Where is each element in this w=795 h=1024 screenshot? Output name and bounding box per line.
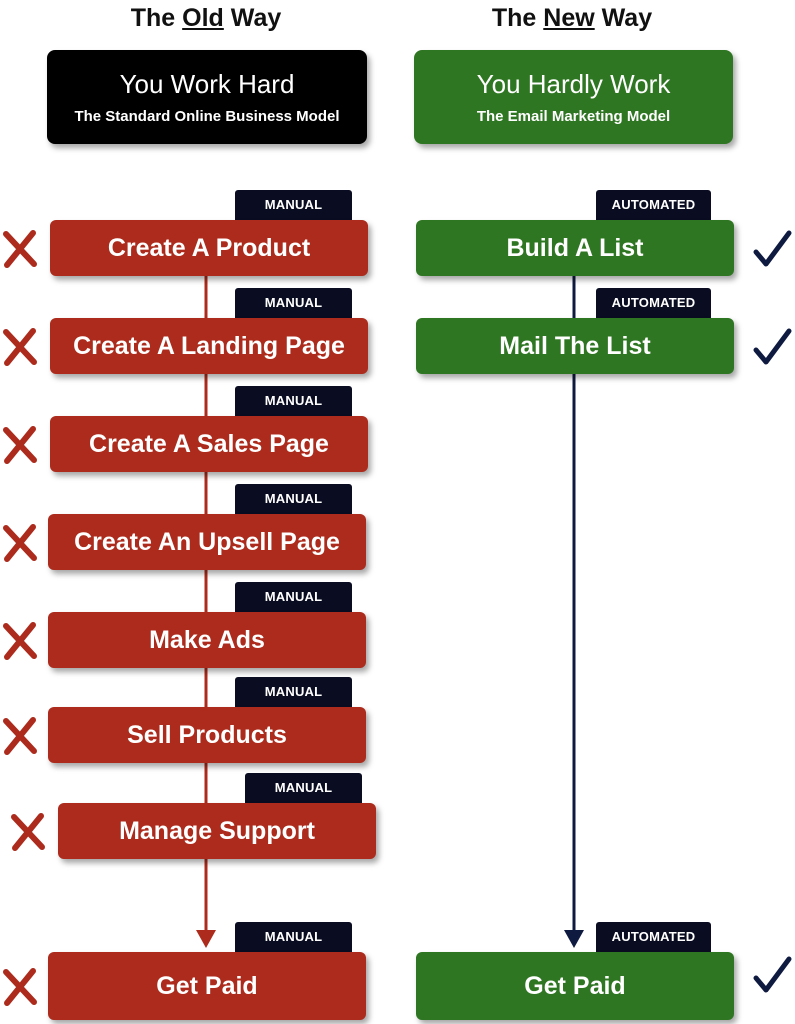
new-step-2: Mail The List — [416, 318, 734, 374]
cross-icon — [11, 813, 45, 851]
old-way-title-prefix: The — [130, 4, 183, 32]
old-step-4-tag: MANUAL — [235, 484, 352, 514]
old-step-5: Make Ads — [48, 612, 366, 668]
cross-icon — [3, 622, 37, 660]
old-step-5-tag: MANUAL — [235, 582, 352, 612]
old-step-7: Manage Support — [58, 803, 376, 859]
new-step-1: Build A List — [416, 220, 734, 276]
new-way-header-sub: The Email Marketing Model — [476, 108, 671, 125]
checkmark-icon — [753, 230, 792, 267]
checkmark-icon — [753, 956, 792, 993]
old-step-7-tag: MANUAL — [245, 773, 362, 803]
old-step-6-tag: MANUAL — [235, 677, 352, 707]
old-step-6: Sell Products — [48, 707, 366, 763]
old-step-2-tag: MANUAL — [235, 288, 352, 318]
old-step-3: Create A Sales Page — [50, 416, 368, 472]
new-step-3-tag: AUTOMATED — [596, 922, 711, 952]
cross-icon — [3, 426, 37, 464]
new-step-1-tag: AUTOMATED — [596, 190, 711, 220]
old-way-header: You Work Hard The Standard Online Busine… — [47, 50, 367, 144]
new-way-title-prefix: The — [491, 4, 544, 32]
new-way-title: The New Way — [422, 4, 722, 33]
old-step-8-tag: MANUAL — [235, 922, 352, 952]
new-way-title-emphasis: New — [543, 4, 595, 32]
old-way-title-suffix: Way — [223, 4, 282, 32]
old-step-8: Get Paid — [48, 952, 366, 1020]
cross-icon — [3, 230, 37, 268]
checkmark-icon — [753, 328, 792, 365]
old-way-header-main: You Work Hard — [119, 69, 295, 99]
new-way-header: You Hardly Work The Email Marketing Mode… — [414, 50, 733, 144]
old-step-4: Create An Upsell Page — [48, 514, 366, 570]
old-step-1: Create A Product — [50, 220, 368, 276]
old-step-1-tag: MANUAL — [235, 190, 352, 220]
old-step-2: Create A Landing Page — [50, 318, 368, 374]
new-way-arrowhead — [564, 930, 584, 948]
old-step-3-tag: MANUAL — [235, 386, 352, 416]
new-step-2-tag: AUTOMATED — [596, 288, 711, 318]
old-way-title: The Old Way — [56, 4, 356, 33]
old-way-header-sub: The Standard Online Business Model — [74, 108, 340, 125]
cross-icon — [3, 328, 37, 366]
cross-icon — [3, 968, 37, 1006]
new-way-header-main: You Hardly Work — [476, 69, 671, 99]
old-way-arrowhead — [196, 930, 216, 948]
new-way-title-suffix: Way — [594, 4, 653, 32]
new-step-3: Get Paid — [416, 952, 734, 1020]
cross-icon — [3, 524, 37, 562]
old-way-title-emphasis: Old — [182, 4, 224, 32]
cross-icon — [3, 717, 37, 755]
